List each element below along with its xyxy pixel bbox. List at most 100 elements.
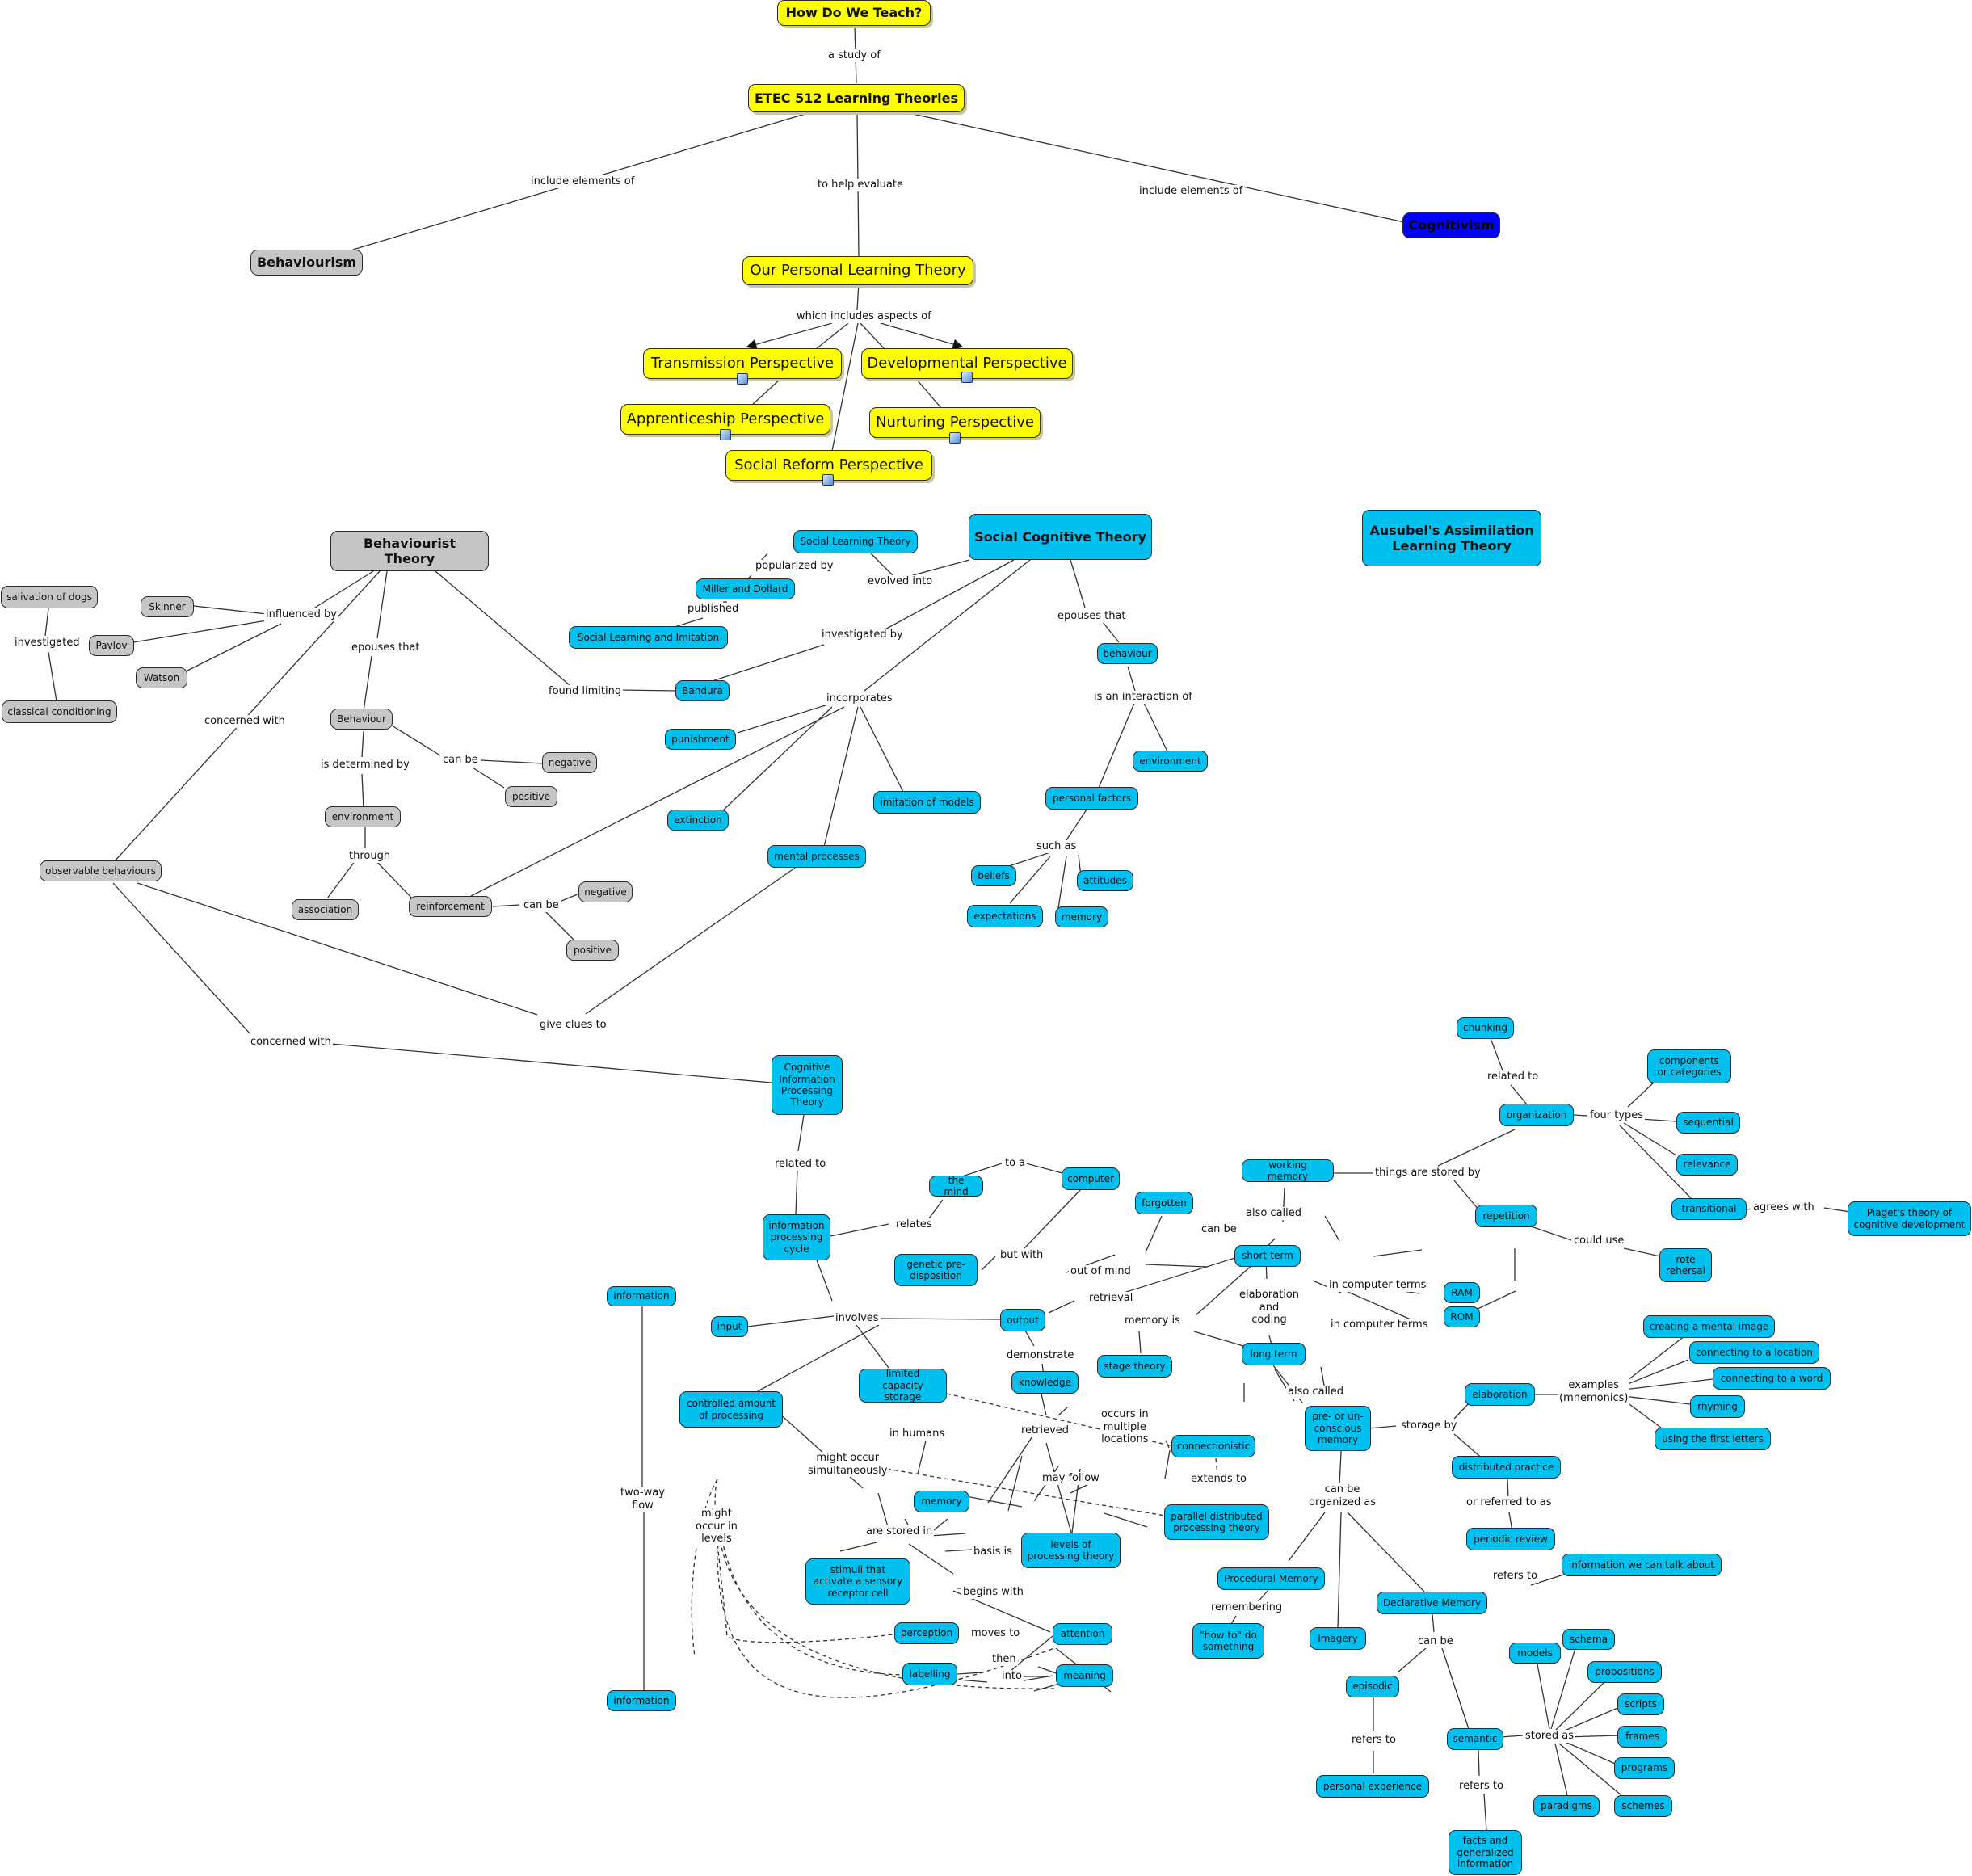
concept-procedural-memory[interactable]: Procedural Memory — [1217, 1567, 1325, 1590]
concept-paradigms[interactable]: paradigms — [1533, 1795, 1600, 1817]
concept-transitional[interactable]: transitional — [1671, 1198, 1747, 1220]
concept-beliefs[interactable]: beliefs — [971, 865, 1016, 886]
concept-cognitive-information-processing-theory[interactable]: Cognitive Information Processing Theory — [772, 1055, 843, 1115]
concept-forgotten[interactable]: forgotten — [1135, 1192, 1193, 1214]
concept-creating-a-mental-image[interactable]: creating a mental image — [1643, 1315, 1775, 1338]
image-attachment-icon[interactable] — [961, 372, 973, 383]
concept-nurturing-perspective[interactable]: Nurturing Perspective — [869, 407, 1041, 438]
concept-the-mind[interactable]: the mind — [929, 1175, 983, 1197]
concept-ausubel-theory[interactable]: Ausubel's Assimilation Learning Theory — [1362, 510, 1541, 566]
image-attachment-icon[interactable] — [720, 429, 731, 440]
concept-periodic-review[interactable]: periodic review — [1466, 1528, 1555, 1550]
concept-pre-or-unconscious-memory[interactable]: pre- or un- conscious memory — [1305, 1406, 1371, 1451]
concept-models[interactable]: models — [1509, 1643, 1561, 1664]
concept-episodic[interactable]: episodic — [1346, 1676, 1399, 1697]
concept-classical-conditioning[interactable]: classical conditioning — [2, 700, 117, 723]
concept-frames[interactable]: frames — [1617, 1726, 1667, 1748]
concept-rhyming[interactable]: rhyming — [1690, 1395, 1745, 1418]
concept-information-we-can-talk-about[interactable]: information we can talk about — [1562, 1554, 1722, 1576]
concept-social-learning-and-imitation[interactable]: Social Learning and Imitation — [569, 626, 728, 649]
concept-sequential[interactable]: sequential — [1676, 1112, 1740, 1134]
concept-attitudes[interactable]: attitudes — [1077, 870, 1133, 891]
concept-rote-rehersal[interactable]: rote rehersal — [1659, 1248, 1712, 1282]
concept-personal-experience[interactable]: personal experience — [1316, 1775, 1429, 1798]
concept-how-to-do-something[interactable]: "how to" do something — [1192, 1623, 1264, 1659]
concept-distributed-practice[interactable]: distributed practice — [1452, 1456, 1561, 1479]
concept-imagery[interactable]: Imagery — [1310, 1627, 1366, 1650]
concept-environment[interactable]: environment — [1133, 751, 1208, 772]
concept-observable-behaviours[interactable]: observable behaviours — [40, 860, 162, 881]
concept-relevance[interactable]: relevance — [1676, 1154, 1738, 1176]
concept-environment[interactable]: environment — [325, 806, 401, 827]
concept-social-cognitive-theory[interactable]: Social Cognitive Theory — [969, 514, 1152, 560]
concept-facts-and-generalized-information[interactable]: facts and generalized information — [1449, 1830, 1522, 1875]
concept-computer[interactable]: computer — [1062, 1167, 1120, 1190]
concept-knowledge[interactable]: knowledge — [1011, 1371, 1079, 1394]
concept-information[interactable]: information — [607, 1690, 676, 1711]
concept-propositions[interactable]: propositions — [1587, 1661, 1662, 1683]
concept-positive[interactable]: positive — [566, 940, 619, 961]
concept-bandura[interactable]: Bandura — [675, 680, 730, 701]
concept-memory[interactable]: memory — [1055, 906, 1108, 927]
concept-rom[interactable]: ROM — [1444, 1306, 1480, 1327]
concept-connecting-to-a-word[interactable]: connecting to a word — [1713, 1367, 1831, 1390]
concept-developmental-perspective[interactable]: Developmental Perspective — [861, 348, 1073, 379]
concept-piagets-theory[interactable]: Piaget's theory of cognitive development — [1848, 1201, 1971, 1236]
concept-behaviour[interactable]: Behaviour — [330, 709, 393, 730]
concept-short-term[interactable]: short-term — [1234, 1245, 1301, 1267]
concept-elaboration[interactable]: elaboration — [1465, 1383, 1535, 1406]
concept-association[interactable]: association — [292, 899, 359, 920]
concept-levels-of-processing-theory[interactable]: levels of processing theory — [1021, 1533, 1121, 1568]
concept-how-do-we-teach[interactable]: How Do We Teach? — [777, 0, 931, 26]
concept-limited-capacity-storage[interactable]: limited capacity storage — [859, 1368, 947, 1403]
concept-imitation-of-models[interactable]: imitation of models — [873, 791, 981, 814]
concept-meaning[interactable]: meaning — [1056, 1664, 1113, 1687]
concept-connecting-to-a-location[interactable]: connecting to a location — [1689, 1341, 1819, 1364]
concept-perception[interactable]: perception — [894, 1622, 959, 1644]
concept-long-term[interactable]: long term — [1242, 1343, 1306, 1365]
concept-punishment[interactable]: punishment — [665, 729, 736, 750]
concept-pavlov[interactable]: Pavlov — [89, 635, 134, 656]
concept-information-processing-cycle[interactable]: information processing cycle — [763, 1214, 830, 1260]
concept-personal-factors[interactable]: personal factors — [1045, 787, 1138, 810]
concept-scripts[interactable]: scripts — [1617, 1693, 1664, 1715]
concept-controlled-amount-of-processing[interactable]: controlled amount of processing — [679, 1391, 783, 1428]
concept-behaviourist-theory[interactable]: Behaviourist Theory — [330, 531, 489, 571]
concept-chunking[interactable]: chunking — [1457, 1017, 1514, 1039]
concept-social-learning-theory[interactable]: Social Learning Theory — [793, 530, 918, 553]
concept-negative[interactable]: negative — [542, 752, 597, 773]
image-attachment-icon[interactable] — [822, 474, 834, 486]
concept-personal-learning-theory[interactable]: Our Personal Learning Theory — [742, 256, 973, 285]
concept-cognitivism[interactable]: Cognitivism — [1402, 212, 1500, 238]
concept-reinforcement[interactable]: reinforcement — [409, 896, 492, 917]
concept-etec-512[interactable]: ETEC 512 Learning Theories — [748, 84, 965, 112]
concept-working-memory[interactable]: working memory — [1242, 1159, 1334, 1182]
concept-attention[interactable]: attention — [1053, 1623, 1112, 1645]
concept-memory[interactable]: memory — [914, 1491, 969, 1512]
concept-labelling[interactable]: labelling — [902, 1663, 957, 1685]
concept-declarative-memory[interactable]: Declarative Memory — [1377, 1592, 1487, 1614]
concept-output[interactable]: output — [1000, 1309, 1045, 1331]
concept-miller-and-dollard[interactable]: Miller and Dollard — [696, 578, 795, 599]
concept-input[interactable]: input — [711, 1316, 748, 1337]
image-attachment-icon[interactable] — [949, 432, 961, 444]
concept-positive[interactable]: positive — [505, 786, 557, 807]
concept-watson[interactable]: Watson — [136, 667, 187, 688]
concept-schema[interactable]: schema — [1562, 1629, 1615, 1650]
concept-stage-theory[interactable]: stage theory — [1097, 1355, 1172, 1378]
concept-behaviourism[interactable]: Behaviourism — [250, 250, 363, 276]
concept-parallel-distributed-processing[interactable]: parallel distributed processing theory — [1164, 1504, 1269, 1540]
concept-skinner[interactable]: Skinner — [141, 596, 194, 617]
concept-salivation-of-dogs[interactable]: salivation of dogs — [1, 586, 98, 608]
concept-components-or-categories[interactable]: components or categories — [1647, 1049, 1731, 1083]
concept-connectionistic[interactable]: connectionistic — [1171, 1435, 1255, 1457]
concept-expectations[interactable]: expectations — [967, 905, 1043, 927]
concept-using-the-first-letters[interactable]: using the first letters — [1655, 1428, 1771, 1450]
image-attachment-icon[interactable] — [737, 373, 748, 385]
concept-stimuli-sensory-receptor[interactable]: stimuli that activate a sensory receptor… — [805, 1558, 910, 1605]
concept-schemes[interactable]: schemes — [1614, 1795, 1672, 1817]
concept-ram[interactable]: RAM — [1444, 1282, 1480, 1303]
concept-genetic-pre-disposition[interactable]: genetic pre-disposition — [894, 1254, 978, 1286]
concept-extinction[interactable]: extinction — [667, 810, 729, 831]
concept-repetition[interactable]: repetition — [1475, 1205, 1537, 1227]
